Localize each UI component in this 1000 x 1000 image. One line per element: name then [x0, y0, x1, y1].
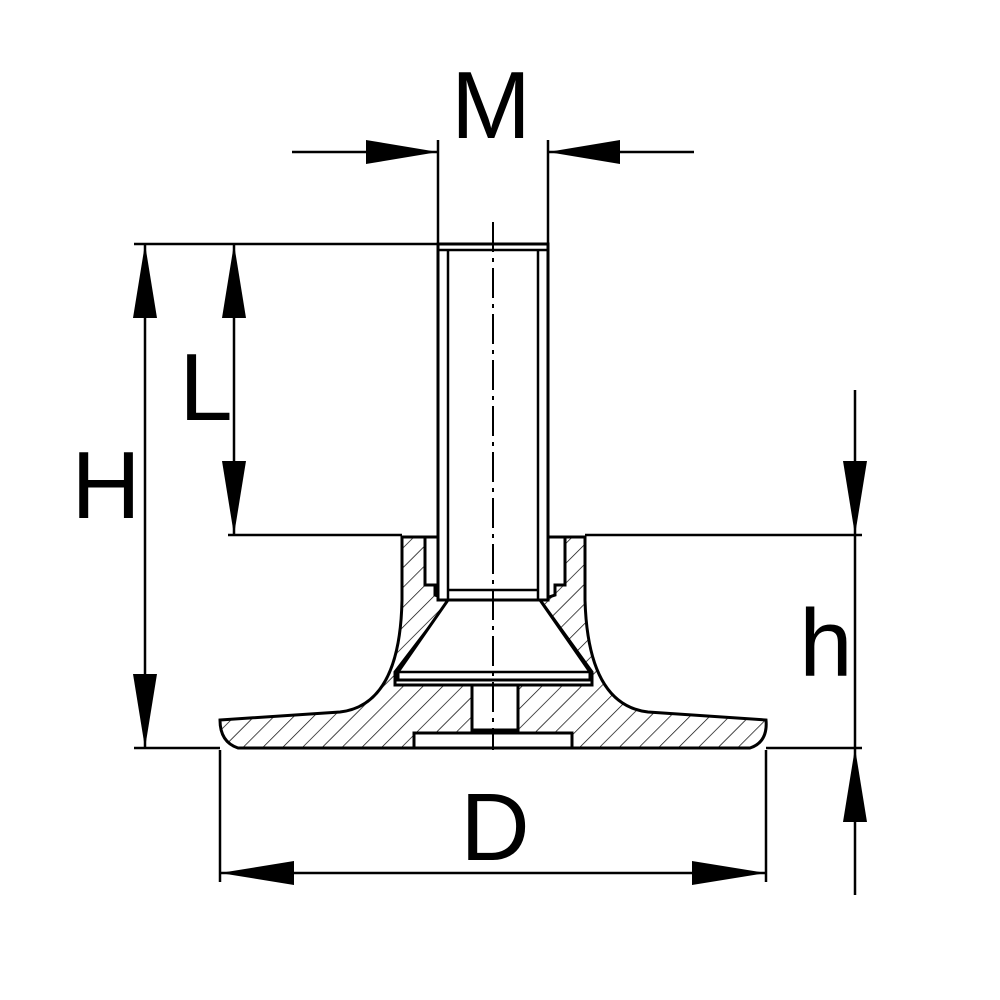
label-l: L: [179, 334, 232, 441]
dimension-l: L: [179, 244, 402, 537]
dimension-h-total: H: [71, 242, 438, 750]
dimension-d: D: [218, 750, 768, 885]
label-d: D: [460, 774, 529, 881]
label-m: M: [451, 52, 531, 159]
label-h-base: h: [799, 590, 852, 697]
label-h-total: H: [71, 432, 140, 539]
dimension-m: M: [292, 52, 694, 244]
dimension-h-base: h: [585, 390, 867, 895]
